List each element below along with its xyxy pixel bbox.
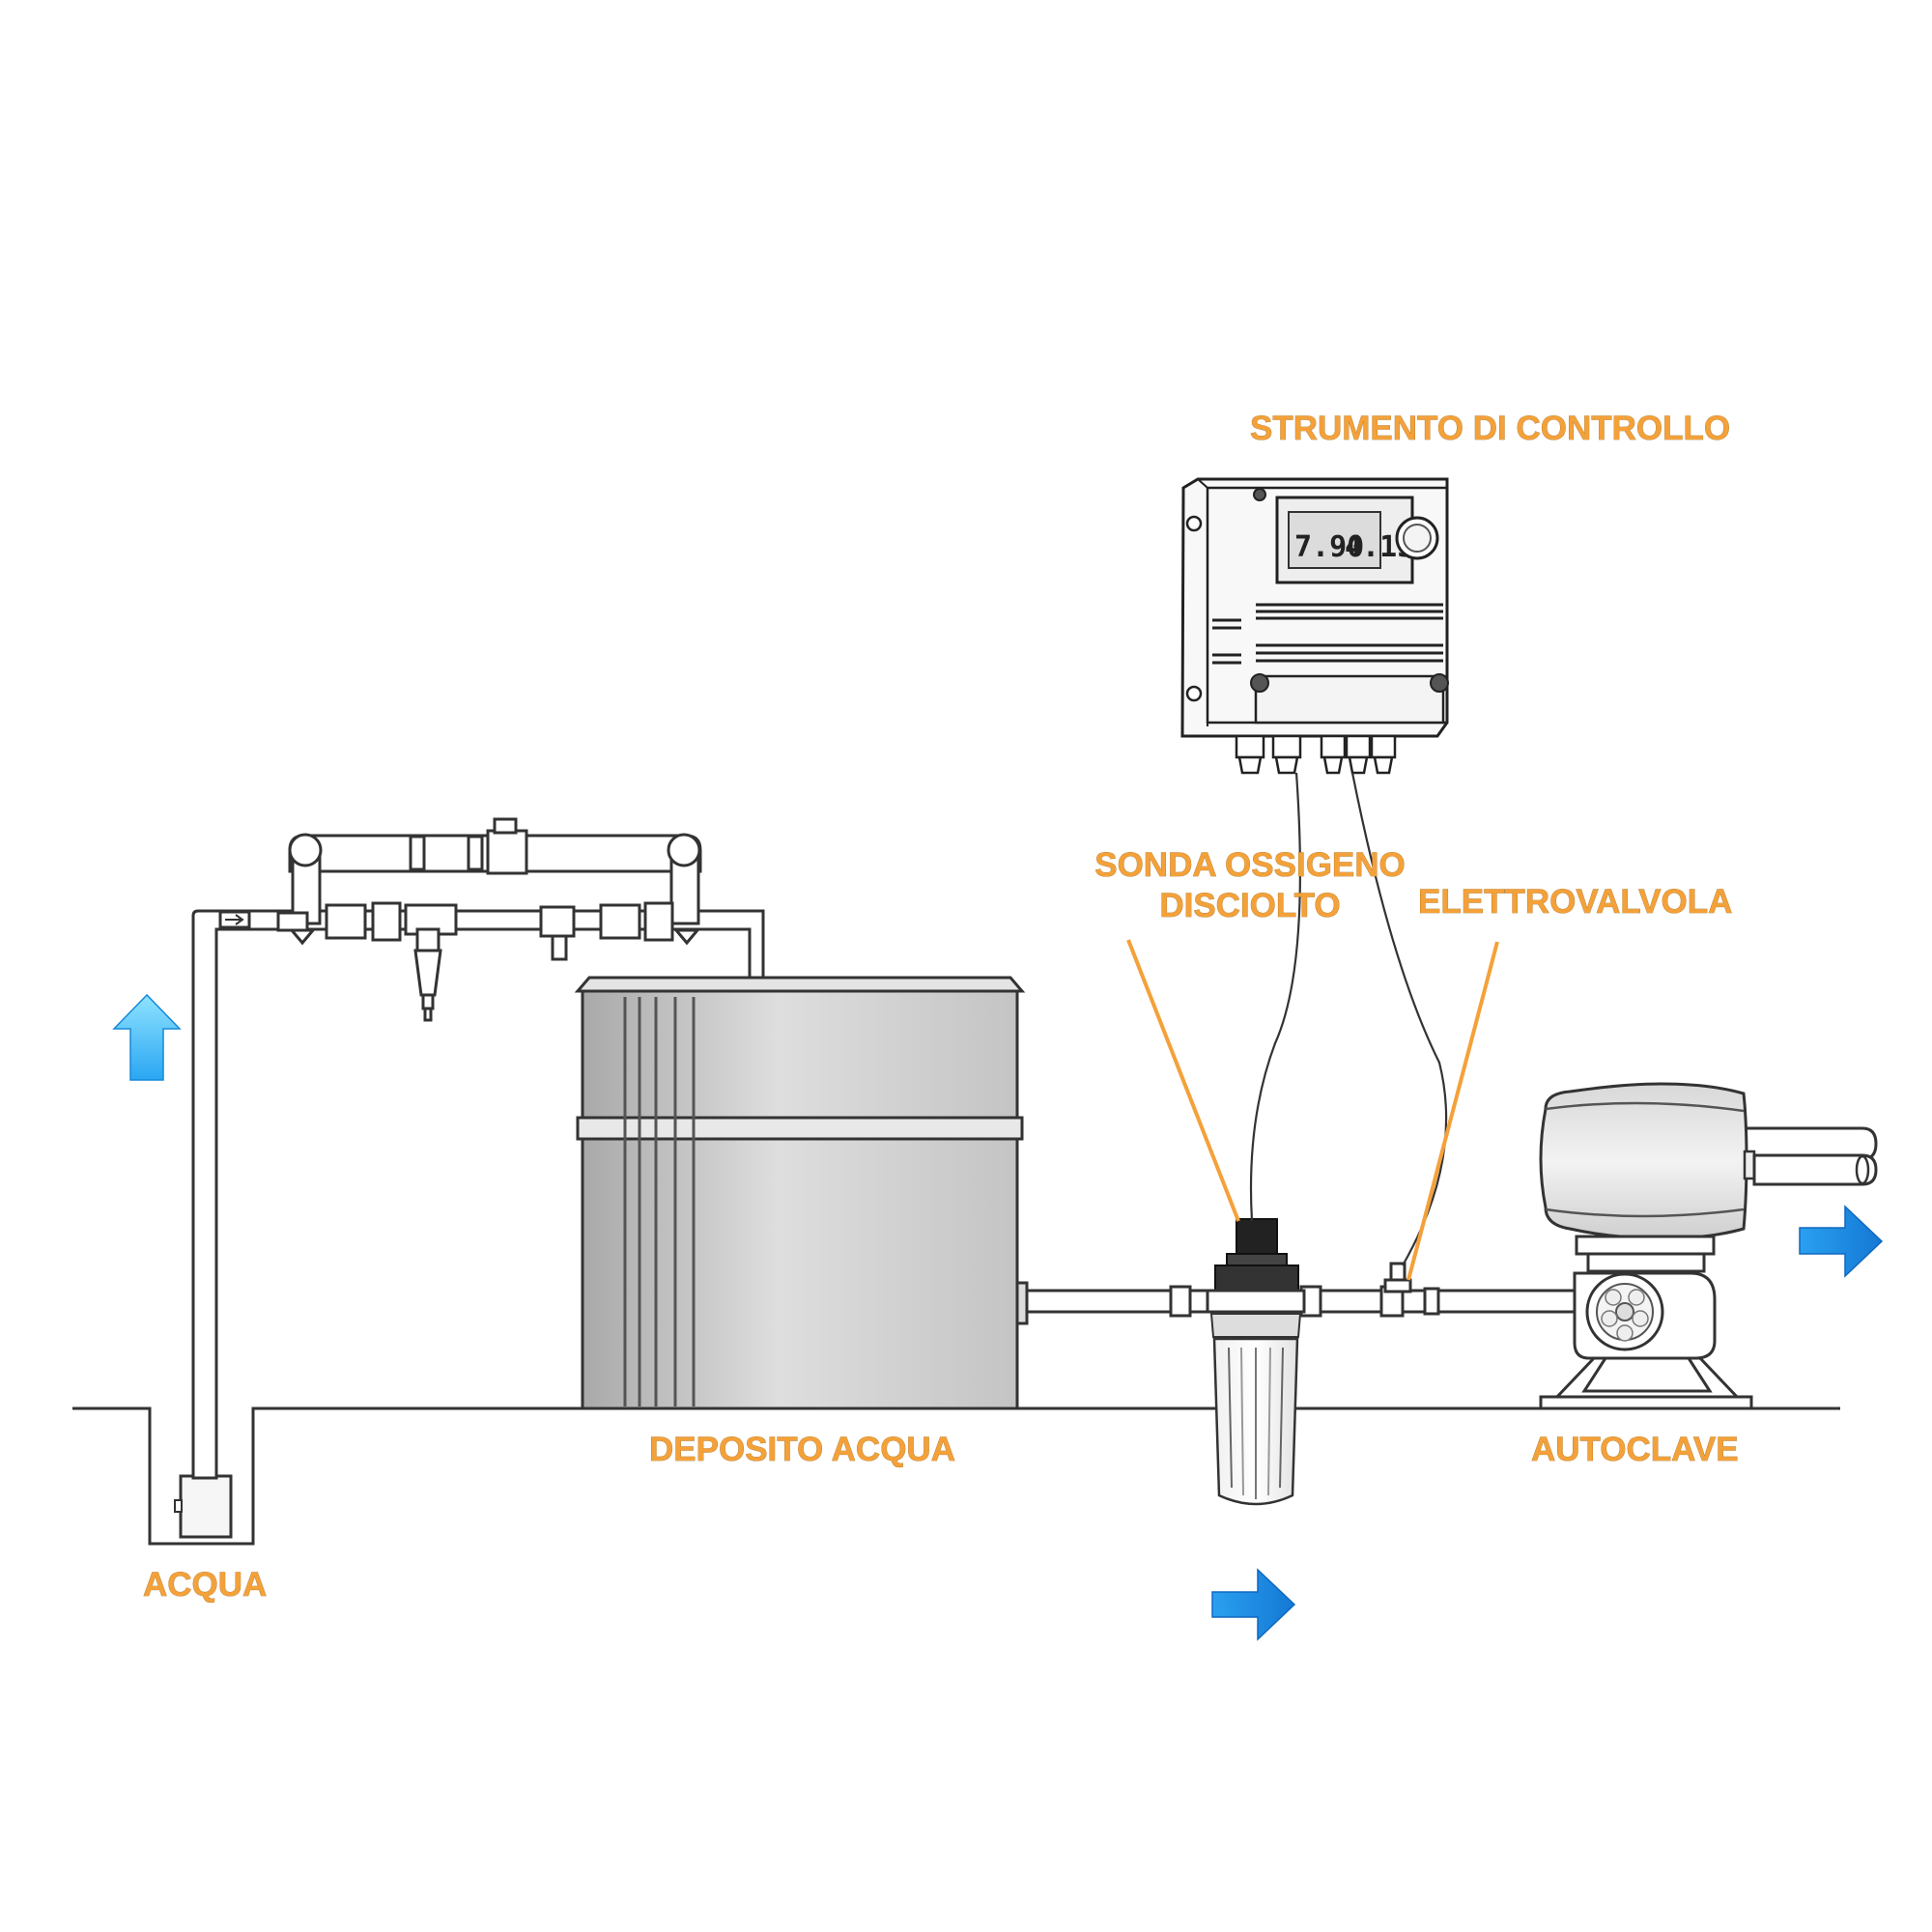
label-tank: DEPOSITO ACQUA (649, 1431, 955, 1468)
well-pump (174, 1474, 233, 1539)
label-water: ACQUA (143, 1566, 267, 1604)
label-probe-line2: DISCIOLTO (1159, 887, 1340, 924)
control-instrument: 7.90 4.15 (1180, 477, 1449, 775)
label-probe-line1: SONDA OSSIGENO (1094, 846, 1406, 884)
ground-line (72, 1406, 1840, 1546)
label-valve: ELETTROVALVOLA (1418, 883, 1732, 921)
dissolved-oxygen-probe (1206, 1218, 1306, 1506)
bypass-manifold (276, 817, 702, 1022)
probe-cable (1249, 772, 1448, 1266)
leader-lines (1126, 939, 1499, 1281)
water-tank (574, 976, 1029, 1410)
flow-arrow-right-icon (1211, 1568, 1296, 1641)
autoclave-pump (1539, 1235, 1753, 1410)
display-reading-left: 7.90 (1294, 530, 1364, 564)
label-autoclave: AUTOCLAVE (1531, 1431, 1739, 1468)
autoclave-outlet-pipe (1752, 1153, 1878, 1186)
flow-arrow-right-outlet-icon (1799, 1205, 1884, 1278)
autoclave-vessel (1539, 1082, 1756, 1240)
flow-arrow-up-icon (112, 993, 182, 1081)
label-controller: STRUMENTO DI CONTROLLO (1250, 410, 1730, 447)
inlet-pipe (191, 909, 765, 1480)
solenoid-valve (1383, 1262, 1412, 1293)
